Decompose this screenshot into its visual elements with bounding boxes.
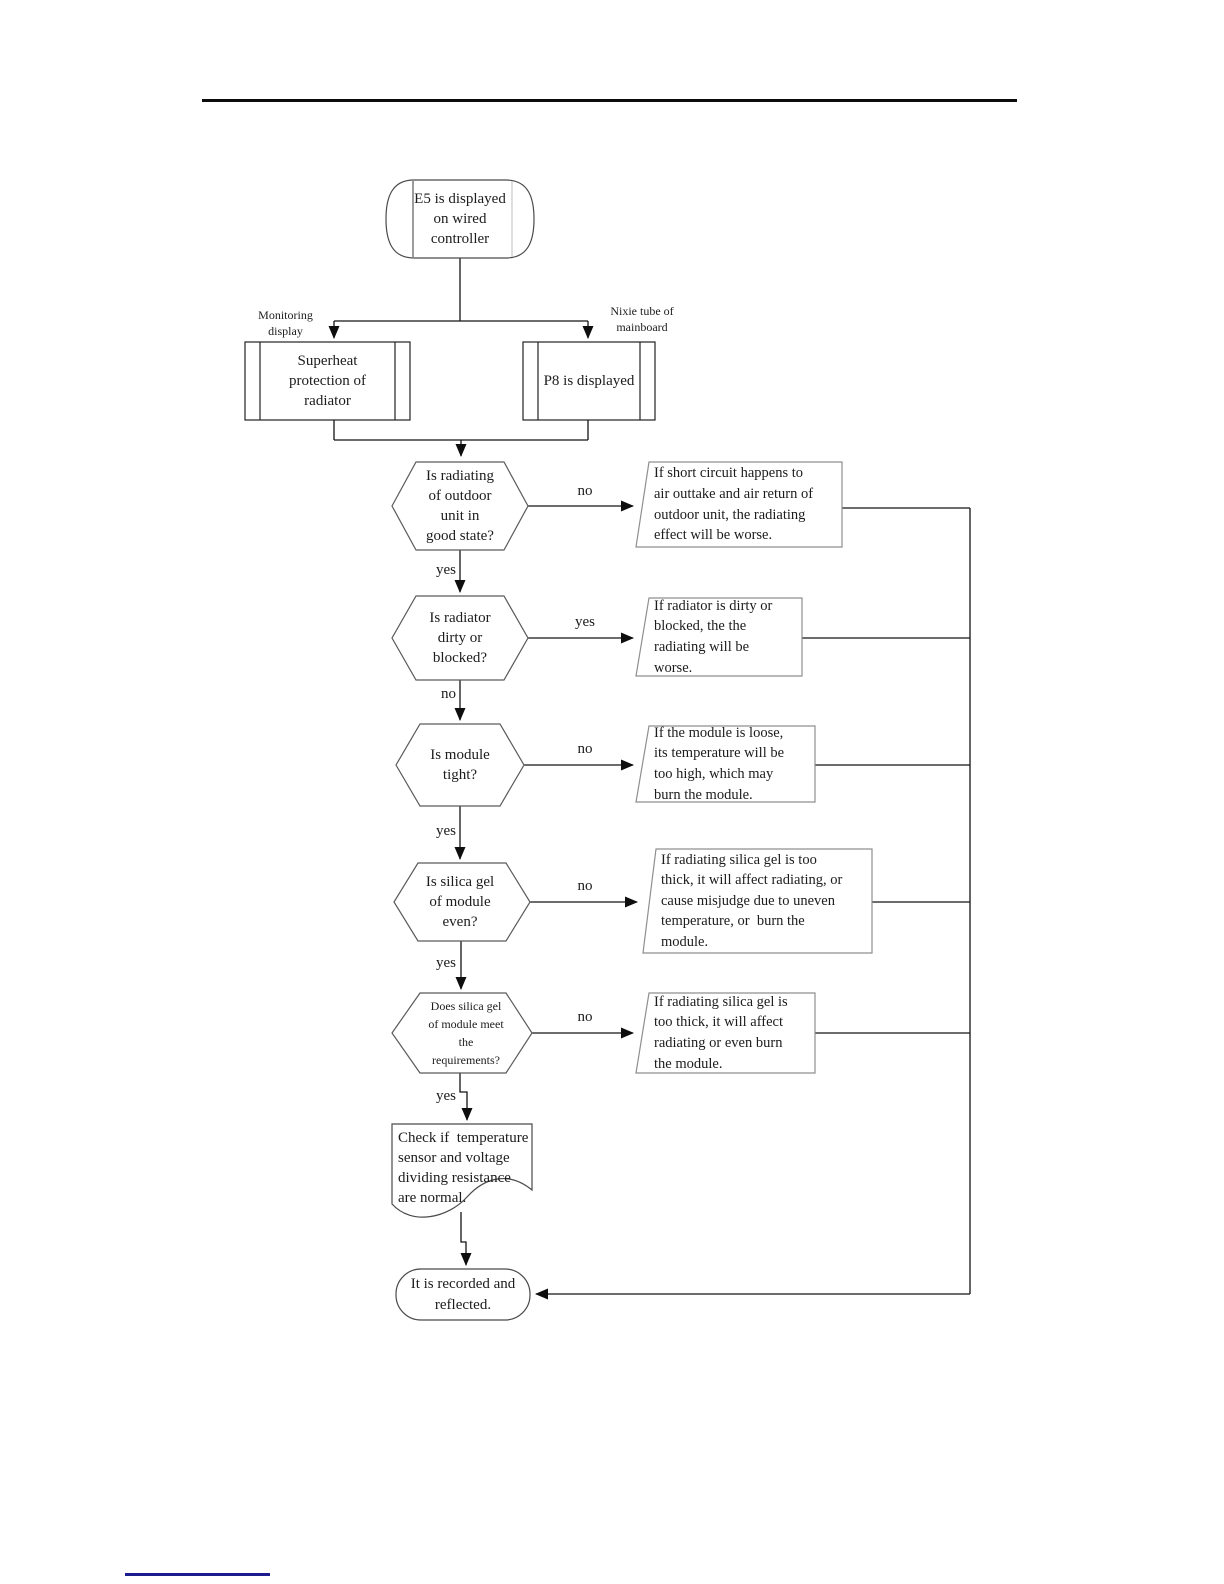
start-terminal-shape xyxy=(385,179,535,259)
down-label-3: yes xyxy=(436,822,456,839)
branch-label-4: no xyxy=(577,877,593,894)
down-label-1: yes xyxy=(436,561,456,578)
decision-2-text: Is radiator dirty or blocked? xyxy=(429,609,491,667)
end-terminal-shape xyxy=(395,1268,531,1321)
note-3-text: If the module is loose, its temperature … xyxy=(654,724,785,803)
decision-1-shape xyxy=(391,461,529,551)
note-4-text: If radiating silica gel is too thick, it… xyxy=(661,851,843,950)
down-label-4: yes xyxy=(436,954,456,971)
note-1-shape xyxy=(635,461,843,548)
decision-3-text: Is module tight? xyxy=(430,746,490,783)
process-monitoring-display-text: Superheat protection of radiator xyxy=(288,352,367,410)
branch-label-2: yes xyxy=(575,613,595,630)
branch-label-1: no xyxy=(577,482,593,499)
decision-2-shape xyxy=(391,595,529,681)
connectors xyxy=(328,258,971,1300)
decision-5-shape xyxy=(391,992,533,1074)
monitoring-display-label: Monitoring display xyxy=(258,308,313,338)
decision-1-text: Is radiating of outdoor unit in good sta… xyxy=(426,467,494,545)
decision-3-shape xyxy=(395,723,525,807)
header-rule xyxy=(202,99,1017,102)
process-monitoring-display-shape xyxy=(244,341,411,421)
branch-label-3: no xyxy=(577,740,593,757)
note-2-text: If radiator is dirty or blocked, the the… xyxy=(654,597,773,676)
footer-line xyxy=(125,1573,270,1576)
note-5-text: If radiating silica gel is too thick, it… xyxy=(654,993,788,1072)
decision-4-shape xyxy=(393,862,531,942)
note-4-shape xyxy=(642,848,873,954)
nixie-tube-label: Nixie tube of mainboard xyxy=(610,304,674,334)
decision-5-text: Does silica gel of module meet the requi… xyxy=(428,999,504,1067)
note-5-shape xyxy=(635,992,816,1074)
process-mainboard-shape xyxy=(522,341,656,421)
note-3-shape xyxy=(635,725,816,803)
start-terminal-text: E5 is displayed on wired controller xyxy=(414,190,506,248)
down-label-2: no xyxy=(441,685,456,702)
note-2-shape xyxy=(635,597,803,677)
end-terminal-text: It is recorded and reflected. xyxy=(410,1276,516,1313)
document-text: Check if temperature sensor and voltage … xyxy=(398,1130,529,1206)
branch-label-5: no xyxy=(577,1008,593,1025)
document-shape xyxy=(391,1123,533,1218)
decision-4-text: Is silica gel of module even? xyxy=(425,873,495,931)
down-label-5: yes xyxy=(436,1087,456,1104)
process-mainboard-text: P8 is displayed xyxy=(543,372,635,389)
note-1-text: If short circuit happens to air outtake … xyxy=(654,465,814,544)
